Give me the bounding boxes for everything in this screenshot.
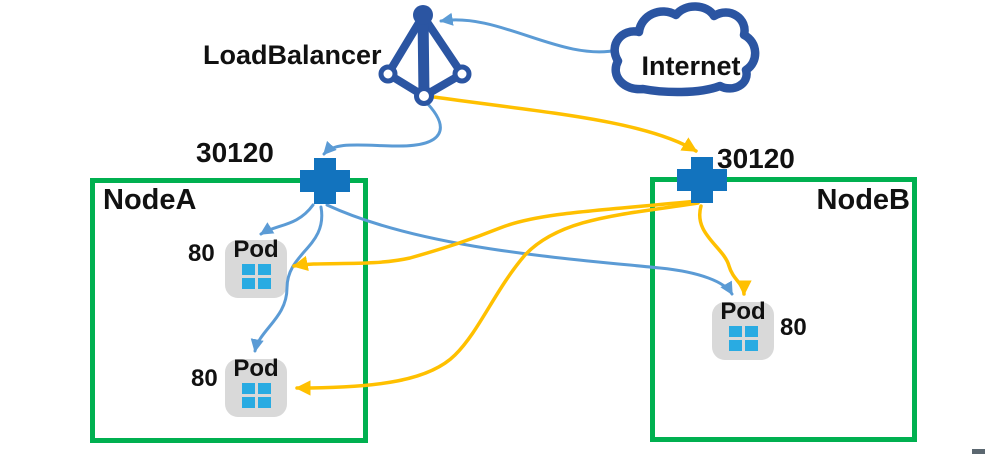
pod-tiles-icon bbox=[241, 383, 271, 408]
pod-tiles-icon bbox=[241, 264, 271, 289]
pod-tile bbox=[241, 397, 255, 408]
nodeb-nodeport-label: 30120 bbox=[717, 143, 795, 174]
nodea-pod2: Pod bbox=[225, 355, 287, 417]
pod-tile bbox=[744, 326, 758, 337]
nodea-nodeport-label: 30120 bbox=[196, 137, 274, 168]
loadbalancer-label: LoadBalancer bbox=[203, 40, 382, 70]
loadbalancer-icon bbox=[378, 5, 472, 106]
pod-tile bbox=[257, 383, 271, 394]
nodea-pod1-label: Pod bbox=[233, 236, 279, 263]
nodea-pod1: Pod bbox=[225, 236, 287, 298]
nodeb-pod1: Pod bbox=[712, 298, 774, 360]
pod-tile bbox=[728, 340, 742, 351]
pod-tile bbox=[257, 397, 271, 408]
corner-mark bbox=[972, 449, 985, 454]
nodea-name-label: NodeA bbox=[103, 184, 197, 216]
pod-tile bbox=[257, 264, 271, 275]
nodea-pod2-port-label: 80 bbox=[191, 365, 218, 392]
pod-tile bbox=[728, 326, 742, 337]
pod-tiles-icon bbox=[728, 326, 758, 351]
pod-tile bbox=[744, 340, 758, 351]
pod-tile bbox=[241, 278, 255, 289]
pod-tile bbox=[241, 264, 255, 275]
pod-tile bbox=[257, 278, 271, 289]
nodeb-pod1-port-label: 80 bbox=[780, 314, 807, 341]
arrow-internet-to-loadbalancer bbox=[439, 12, 620, 54]
nodeb-box bbox=[650, 177, 917, 442]
pod-tile bbox=[241, 383, 255, 394]
nodea-pod1-port-label: 80 bbox=[188, 240, 215, 267]
nodeb-pod1-label: Pod bbox=[720, 298, 766, 325]
arrow-loadbalancer-to-nodea-port bbox=[322, 98, 442, 156]
nodea-pod2-label: Pod bbox=[233, 355, 279, 382]
internet-label: Internet bbox=[641, 51, 741, 81]
arrow-loadbalancer-to-nodeb-port bbox=[432, 95, 698, 153]
nodeb-name-label: NodeB bbox=[816, 184, 910, 216]
